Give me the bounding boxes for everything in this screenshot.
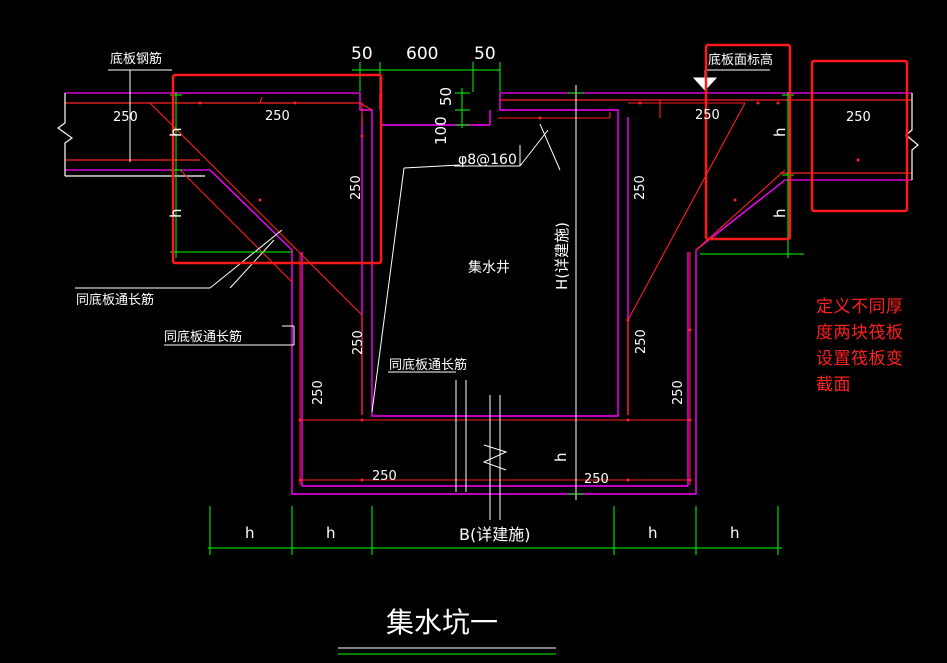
dim-250: 250 [695, 108, 720, 123]
label-width: B(详建施) [459, 525, 530, 544]
left-slab [56, 92, 360, 177]
dim-250: 250 [311, 380, 326, 405]
dim-250: 250 [351, 330, 366, 355]
dim-250: 250 [846, 110, 871, 125]
label-slab-top-elev: 底板面标高 [708, 52, 773, 68]
dim-h: h [167, 127, 185, 137]
dim-250: 250 [633, 175, 648, 200]
top-dim-texts: 50 600 50 50 100 [351, 44, 496, 145]
dim-50-right: 50 [474, 44, 496, 64]
dim-250: 250 [113, 110, 138, 125]
rebar-dots [198, 101, 860, 482]
dim-250: 250 [584, 472, 609, 487]
dim-h: h [167, 208, 185, 218]
label-stirrup: φ8@160 [458, 152, 517, 168]
label-pit-name: 集水井 [468, 259, 510, 276]
annotation-line: 度两块筏板 [816, 323, 904, 343]
highlight-box-right [810, 59, 909, 213]
dim-250: 250 [671, 380, 686, 405]
highlight-boxes [171, 43, 909, 265]
dim-h-bottom: h [648, 524, 658, 542]
annotation-line: 设置筏板变 [816, 349, 904, 369]
dim-h-bottom: h [730, 524, 740, 542]
dim-depth-50: 50 [437, 87, 455, 106]
dim-h: h [552, 452, 570, 462]
dim-250: 250 [349, 175, 364, 200]
dimension-lines [170, 62, 804, 655]
dim-h-bottom: h [326, 524, 336, 542]
dim-250-labels: 250 250 250 250 250 250 250 250 250 250 … [113, 108, 871, 487]
drawing-title: 集水坑一 [386, 606, 498, 639]
dim-h: h [771, 208, 789, 218]
label-through-rebar-3: 同底板通长筋 [389, 357, 467, 373]
annotation-line: 截面 [816, 375, 851, 395]
label-bottom-rebar: 底板钢筋 [110, 51, 162, 67]
dim-250: 250 [265, 109, 290, 124]
dim-h: h [771, 127, 789, 137]
dim-600: 600 [406, 44, 438, 64]
labels: 底板钢筋 底板面标高 同底板通长筋 同底板通长筋 同底板通长筋 φ8@160 集… [76, 51, 773, 639]
dim-depth-100: 100 [432, 116, 450, 145]
highlight-box-middle [704, 43, 792, 241]
dim-h-bottom: h [245, 524, 255, 542]
dim-50-left: 50 [351, 44, 373, 64]
label-through-rebar-1: 同底板通长筋 [76, 292, 154, 308]
dim-h-labels: h h h h h h h h h [167, 127, 789, 542]
right-slab [500, 92, 919, 181]
annotation-line: 定义不同厚 [816, 297, 904, 317]
annotation-note: 定义不同厚 度两块筏板 设置筏板变 截面 [816, 294, 934, 398]
label-through-rebar-2: 同底板通长筋 [164, 329, 242, 345]
dim-250: 250 [634, 329, 649, 354]
highlight-box-left [171, 73, 383, 265]
dim-250: 250 [372, 469, 397, 484]
label-height: H(详建施) [553, 222, 571, 290]
